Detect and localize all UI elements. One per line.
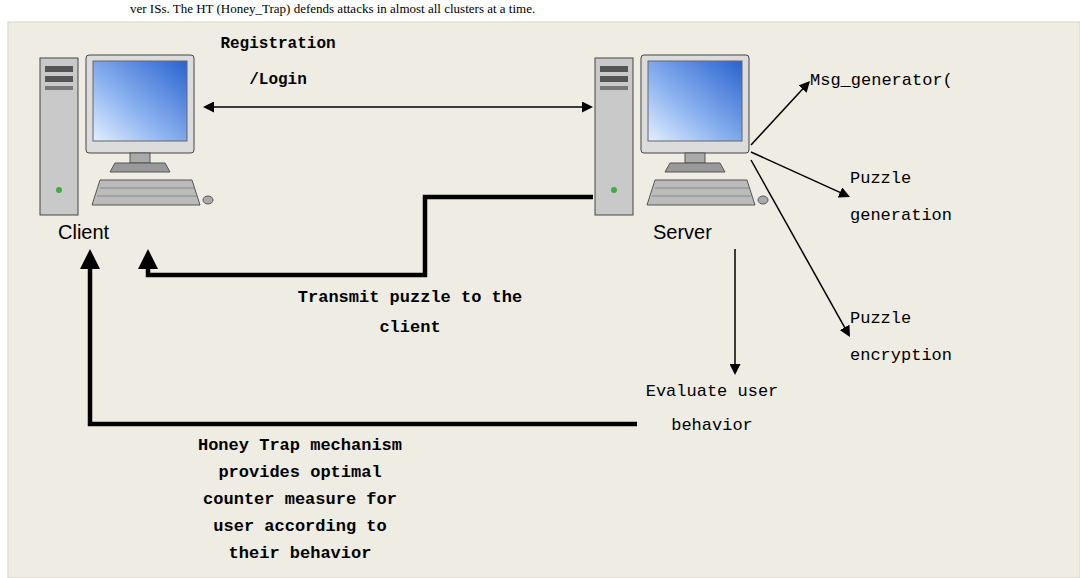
process-text: Puzzle generation: [850, 160, 975, 234]
page-text: ver ISs. The HT (Honey_Trap) defends att…: [130, 1, 1030, 17]
connector-arrow: [207, 106, 588, 108]
edge-label: Registration /Login: [208, 26, 348, 98]
node-label: Msg_generator(: [810, 68, 975, 94]
connector-arrow: [148, 197, 593, 275]
computer-node: Client: [38, 52, 203, 249]
process-text: Msg_generator(: [810, 68, 975, 94]
connector-arrow: [751, 84, 807, 145]
server-computer-icon: [595, 55, 768, 215]
node-label: Puzzle generation: [850, 160, 975, 234]
node-label: Server: [653, 220, 751, 244]
connector-arrow: [751, 160, 848, 333]
connector-arrow: [734, 249, 736, 371]
node-label: Puzzle encryption: [850, 300, 975, 374]
node-label: Evaluate user behavior: [637, 375, 787, 443]
connector-arrow: [751, 152, 846, 195]
node-label: Client: [58, 220, 203, 244]
edge-label: Honey Trap mechanism provides optimal co…: [190, 432, 410, 567]
process-text: Puzzle encryption: [850, 300, 975, 374]
background-panel: [8, 22, 1080, 578]
computer-node: Server: [593, 52, 751, 249]
connector-arrow: [90, 257, 637, 424]
edge-label: Transmit puzzle to the client: [290, 283, 530, 343]
process-text: Evaluate user behavior: [637, 375, 787, 443]
client-computer-icon: [40, 55, 213, 215]
